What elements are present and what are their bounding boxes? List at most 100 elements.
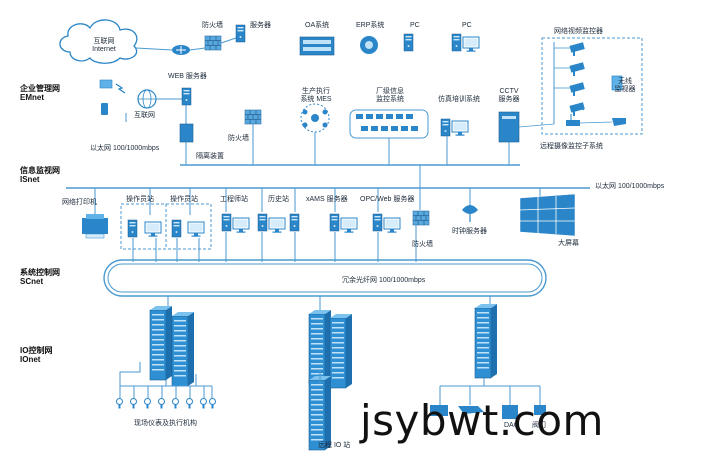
op-station-monitor-icon <box>144 221 162 238</box>
op-station-tower-icon <box>127 219 138 238</box>
opc-web-label: OPC/Web 服务器 <box>360 196 415 203</box>
field-instr-label: 现场仪表及执行机构 <box>134 420 197 427</box>
wireless-video-panel <box>541 37 643 135</box>
valve-icon <box>534 405 546 415</box>
dao-icon <box>502 405 518 419</box>
firewall-top-label: 防火墙 <box>202 22 223 29</box>
field-instrument-icon-6 <box>186 398 193 409</box>
zone-label-ionet: IO控制网 IOnet <box>20 346 52 364</box>
field-instrument-icon-8 <box>209 398 216 409</box>
field-instrument-icon-2 <box>130 398 137 409</box>
wireless-monitor-icon <box>611 75 623 91</box>
hist-station-monitor-icon <box>268 217 286 234</box>
internet-label-en: Internet <box>92 45 116 53</box>
pc-monitor-icon <box>462 36 480 53</box>
wireless-router-icon <box>566 120 580 126</box>
zone-label-scnet: 系统控制网 SCnet <box>20 268 60 286</box>
isolation-label: 隔离装置 <box>196 153 224 160</box>
wireless-monitor-label: 无线 监视器 <box>614 78 636 93</box>
valve-label: 阀门 <box>532 422 546 429</box>
camera-icon-3 <box>569 82 585 96</box>
camera-icon-2 <box>569 62 585 76</box>
internet2-label: 互联网 <box>134 112 155 119</box>
pc-tower-icon-2 <box>451 33 462 52</box>
wireless-video-label: 网络视频监控器 <box>554 28 603 35</box>
zone-emnet-en: EMnet <box>20 93 44 103</box>
eng-station-label: 工程师站 <box>220 196 248 203</box>
web-server-icon <box>181 87 192 106</box>
cabinet-icon <box>149 305 173 381</box>
ethernet1-label: 以太网 100/1000mbps <box>90 145 160 152</box>
big-screen-icon <box>519 193 576 237</box>
cabinet-icon-5 <box>474 303 498 379</box>
scnet-ring <box>103 259 547 297</box>
firewall3-label: 防火墙 <box>412 241 433 248</box>
op-station-label-1: 操作员站 <box>126 196 154 203</box>
cctv-label: CCTV 服务器 <box>498 88 520 103</box>
zone-ionet-cn: IO控制网 <box>20 346 53 355</box>
zone-scnet-en: SCnet <box>20 277 44 287</box>
oa-label: OA系统 <box>305 22 330 29</box>
field-instrument-icon-4 <box>158 398 165 409</box>
wifi-icon <box>575 107 585 111</box>
camera-icon <box>569 42 585 56</box>
printer-icon <box>82 218 108 234</box>
laptop-icon <box>99 79 113 89</box>
watermark: jsybwt.com <box>360 396 604 445</box>
phone-icon <box>101 103 108 115</box>
io-device-icon <box>430 405 448 416</box>
hist-station-label: 历史站 <box>268 196 289 203</box>
sim-train-label: 仿真培训系统 <box>438 96 480 103</box>
field-instrument-icon-7 <box>200 398 207 409</box>
remote-io-label: 远程 IO 站 <box>318 442 351 449</box>
zone-label-emnet: 企业管理网 EMnet <box>20 84 60 102</box>
xams-tower-icon <box>289 213 300 232</box>
printer-label: 网络打印机 <box>62 199 97 206</box>
isolation-device-icon <box>179 123 194 143</box>
internet-label-cn: 互联网 <box>93 38 115 45</box>
eng-station-monitor-icon <box>232 217 250 234</box>
pc-label-2: PC <box>462 22 472 29</box>
oa-system-icon <box>299 36 335 56</box>
zone-ionet-en: IOnet <box>20 355 41 365</box>
field-instrument-icon-5 <box>172 398 179 409</box>
opc-monitor-icon <box>383 217 401 234</box>
xams-monitor-icon <box>340 217 358 234</box>
field-instrument-icon <box>116 398 123 409</box>
pc-tower-icon <box>403 33 414 52</box>
lightning-icon <box>115 83 126 94</box>
op-station-tower-icon-2 <box>171 219 182 238</box>
firewall2-label: 防火墙 <box>228 135 249 142</box>
sim-train-tower-icon <box>440 118 451 137</box>
firewall-icon-3 <box>412 210 430 226</box>
hist-station-tower-icon <box>257 213 268 232</box>
server-top-label: 服务器 <box>250 22 271 29</box>
cabinet-icon-4 <box>329 313 353 389</box>
field-instrument-icon-3 <box>144 398 151 409</box>
zone-scnet-cn: 系统控制网 <box>20 268 60 277</box>
op-station-label-2: 操作员站 <box>170 196 198 203</box>
server-icon <box>235 24 246 43</box>
opc-tower-icon <box>372 213 383 232</box>
plant-monitor-label: 厂级信息 监控系统 <box>376 88 404 103</box>
zone-isnet-cn: 信息监视网 <box>20 166 60 175</box>
dome-camera-icon <box>612 118 626 126</box>
zone-isnet-en: ISnet <box>20 175 40 185</box>
firewall-icon <box>204 35 222 51</box>
internet-cloud <box>59 19 138 64</box>
pc-label-1: PC <box>410 22 420 29</box>
time-server-label: 时钟服务器 <box>452 228 487 235</box>
mes-label: 生产执行 系统 MES <box>300 88 332 103</box>
zone-emnet-cn: 企业管理网 <box>20 84 60 93</box>
xams-tower-icon-2 <box>329 213 340 232</box>
sim-train-monitor-icon <box>451 120 469 137</box>
internet-label: 互联网 Internet <box>82 38 126 53</box>
cabinet-icon-2 <box>171 311 195 387</box>
remote-io-cabinet-icon <box>308 375 332 451</box>
op-station-monitor-icon-2 <box>187 221 205 238</box>
big-screen-label: 大屏幕 <box>558 240 579 247</box>
zone-label-isnet: 信息监视网 ISnet <box>20 166 60 184</box>
eng-station-tower-icon <box>221 213 232 232</box>
